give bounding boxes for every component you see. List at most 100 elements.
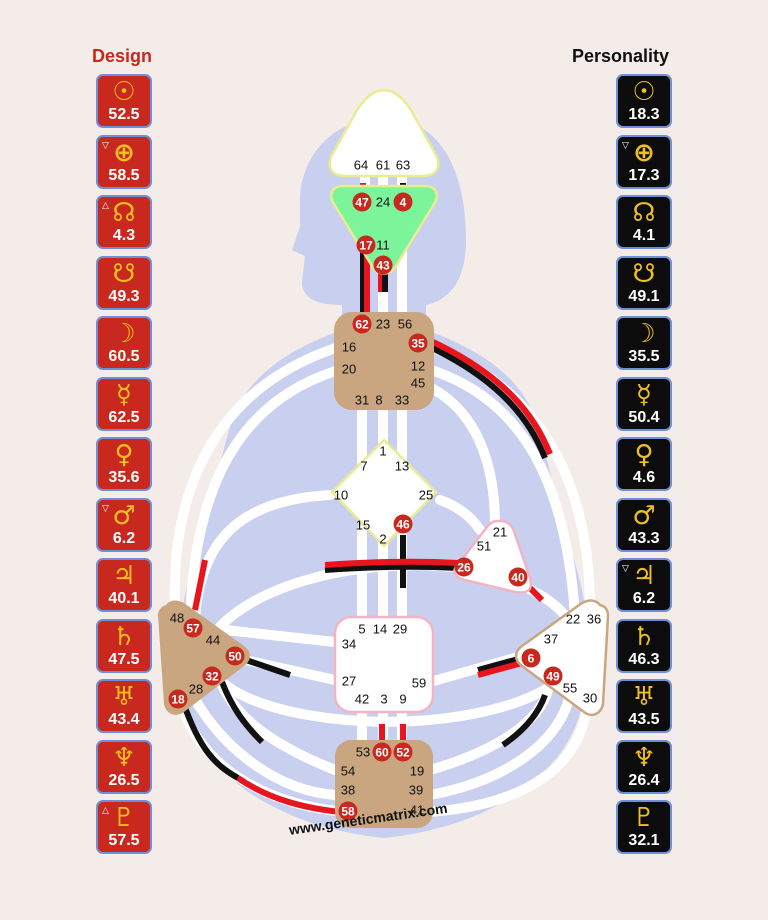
activation-value: 49.3 xyxy=(108,287,140,305)
activation-49 xyxy=(501,693,548,748)
design-mercury-card: ☿62.5 xyxy=(96,376,152,431)
root-center xyxy=(335,740,433,828)
gate-60: 60 xyxy=(375,746,389,760)
g-center xyxy=(330,438,438,548)
activation-35b xyxy=(431,339,553,456)
saturn-icon: ♄ xyxy=(112,621,136,652)
head-center xyxy=(328,88,440,178)
design-neptune-card: ♆26.5 xyxy=(96,739,152,794)
activation-value: 17.3 xyxy=(628,166,660,184)
mars-icon: ♂ xyxy=(632,500,656,531)
activation-value: 4.3 xyxy=(112,227,136,244)
activation-6 xyxy=(477,655,523,673)
activation-value: 35.5 xyxy=(628,348,660,365)
gate-27: 27 xyxy=(342,674,356,689)
gate-40-marker xyxy=(508,567,528,587)
jupiter-icon: ♃ xyxy=(112,561,136,591)
gate-51: 51 xyxy=(477,539,491,554)
activation-32 xyxy=(219,680,265,745)
gate-32: 32 xyxy=(205,670,219,684)
gate-35-marker xyxy=(408,333,428,353)
gate-37: 37 xyxy=(544,632,558,647)
gate-43-marker xyxy=(373,255,393,275)
gate-40: 40 xyxy=(511,571,525,585)
gate-52-marker xyxy=(393,742,413,762)
gate-29: 29 xyxy=(393,622,407,637)
north-node-icon: ☊ xyxy=(632,198,656,228)
gate-17-marker xyxy=(356,235,376,255)
person-jupiter-card: ▽♃6.2 xyxy=(616,558,672,612)
exaltation-mark: ▽ xyxy=(102,140,109,151)
jupiter-icon: ♃ xyxy=(632,561,656,591)
activation-18b xyxy=(236,775,341,815)
gate-30: 30 xyxy=(583,691,597,706)
activation-35 xyxy=(426,343,548,460)
sun-icon: ☉ xyxy=(632,77,656,107)
gate-28: 28 xyxy=(189,682,203,697)
gate-39: 39 xyxy=(409,783,423,798)
gate-10: 10 xyxy=(334,488,348,503)
person-pluto-card: ♇32.1 xyxy=(616,800,672,854)
channel-34-57 xyxy=(220,625,340,647)
person-uranus-card: ♅43.5 xyxy=(616,679,672,733)
design-sun-card: ☉52.5 xyxy=(96,74,152,128)
channel-16-48 xyxy=(169,340,350,615)
gate-34: 34 xyxy=(342,637,356,652)
activation-value: 47.5 xyxy=(108,650,140,668)
activation-value: 46.3 xyxy=(628,650,660,668)
gate-21: 21 xyxy=(493,525,507,540)
moon-icon: ☽ xyxy=(112,319,136,349)
gate-38: 38 xyxy=(341,783,355,798)
gate-46: 46 xyxy=(396,518,410,532)
gate-59: 59 xyxy=(412,676,426,691)
activation-value: 43.3 xyxy=(628,529,660,547)
gate-24: 24 xyxy=(376,195,390,210)
south-node-icon: ☋ xyxy=(112,258,136,289)
design-uranus-card: ♅43.4 xyxy=(96,679,152,733)
gate-22: 22 xyxy=(566,612,580,627)
design-north-node-card: △☊4.3 xyxy=(96,195,152,249)
south-node-icon: ☋ xyxy=(632,258,656,289)
pluto-icon: ♇ xyxy=(632,803,656,833)
gate-64: 64 xyxy=(354,158,368,173)
gate-26: 26 xyxy=(457,561,471,575)
activation-26 xyxy=(324,563,459,573)
activation-value: 60.5 xyxy=(108,348,140,365)
person-moon-card: ☽35.5 xyxy=(616,316,672,370)
gate-46-marker xyxy=(393,514,413,534)
gate-9: 9 xyxy=(399,692,406,707)
exaltation-mark: △ xyxy=(102,806,109,816)
gate-50: 50 xyxy=(228,650,242,664)
gate-11: 11 xyxy=(376,238,390,253)
exaltation-mark: ▽ xyxy=(622,140,629,151)
channel-55-39 xyxy=(425,690,575,800)
person-saturn-card: ♄46.3 xyxy=(616,618,672,673)
spleen-center xyxy=(158,600,250,715)
gate-1: 1 xyxy=(379,444,386,459)
gate-33: 33 xyxy=(395,393,409,408)
gate-57-marker xyxy=(183,618,203,638)
neptune-icon: ♆ xyxy=(632,742,656,773)
uranus-icon: ♅ xyxy=(112,682,136,712)
gate-6-marker xyxy=(521,648,541,668)
moon-icon: ☽ xyxy=(632,319,656,349)
person-earth-card: ▽⊕17.3 xyxy=(616,134,672,189)
activation-18 xyxy=(180,700,240,781)
gate-6: 6 xyxy=(528,652,535,666)
activation-value: 40.1 xyxy=(108,590,140,607)
gate-57: 57 xyxy=(186,622,200,636)
gate-61: 61 xyxy=(376,158,390,173)
pluto-icon: ♇ xyxy=(112,803,136,833)
channel-28-38 xyxy=(185,685,340,800)
gate-16: 16 xyxy=(342,340,356,355)
person-sun-card: ☉18.3 xyxy=(616,74,672,128)
gate-17: 17 xyxy=(359,239,373,253)
personality-column-title: Personality xyxy=(572,46,670,66)
gate-2: 2 xyxy=(379,532,386,547)
gate-53: 53 xyxy=(356,745,370,760)
person-mars-card: ♂43.3 xyxy=(616,497,672,552)
design-pluto-card: △♇57.5 xyxy=(96,800,152,854)
gate-18: 18 xyxy=(171,693,185,707)
activation-value: 26.5 xyxy=(108,771,140,789)
